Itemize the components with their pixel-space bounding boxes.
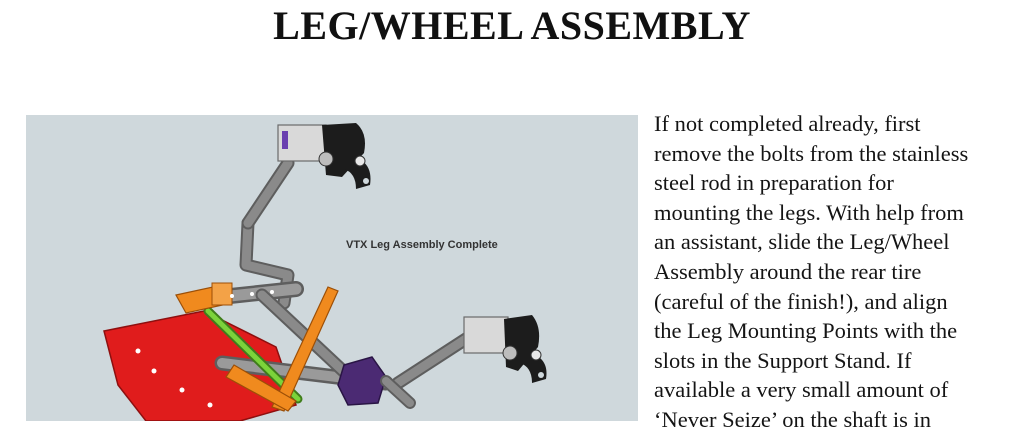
lower-wheel-assembly bbox=[463, 315, 547, 383]
paragraph-line: If not completed already, first bbox=[654, 111, 921, 136]
figure-caption: VTX Leg Assembly Complete bbox=[346, 239, 498, 251]
page-title: LEG/WHEEL ASSEMBLY bbox=[273, 3, 751, 48]
paragraph-line: slots in the Support Stand. If bbox=[654, 347, 912, 373]
orange-block bbox=[211, 282, 233, 306]
paragraph-line: an assistant, slide the Leg/Wheel bbox=[654, 229, 950, 255]
assembly-figure: VTX Leg Assembly Complete bbox=[26, 115, 638, 421]
leg-assembly-illustration bbox=[103, 123, 547, 421]
paragraph-line: ‘Never Seize’ on the shaft is in bbox=[654, 406, 931, 432]
orange-lower-bracket bbox=[225, 364, 297, 412]
paragraph-line: remove the bolts from the stainless bbox=[654, 140, 969, 166]
paragraph-line: (careful of the finish!), and align bbox=[654, 288, 948, 314]
paragraph-line: Assembly around the rear tire bbox=[654, 258, 922, 284]
instructions-paragraph: If not completed already, first remove t… bbox=[654, 109, 1020, 434]
paragraph-line: available a very small amount of bbox=[654, 377, 949, 403]
plate-hole bbox=[151, 368, 157, 374]
plate-hole bbox=[207, 402, 213, 408]
paragraph-line: mounting the legs. With help from bbox=[654, 199, 964, 225]
paragraph-line: the Leg Mounting Points with the bbox=[654, 318, 958, 344]
plate-hole bbox=[135, 348, 141, 354]
orange-diagonal-bar bbox=[271, 286, 339, 412]
plate-hole bbox=[179, 387, 185, 393]
paragraph-line: steel rod in preparation for bbox=[654, 170, 894, 196]
upper-wheel-assembly bbox=[277, 123, 371, 189]
purple-hub bbox=[337, 356, 387, 406]
